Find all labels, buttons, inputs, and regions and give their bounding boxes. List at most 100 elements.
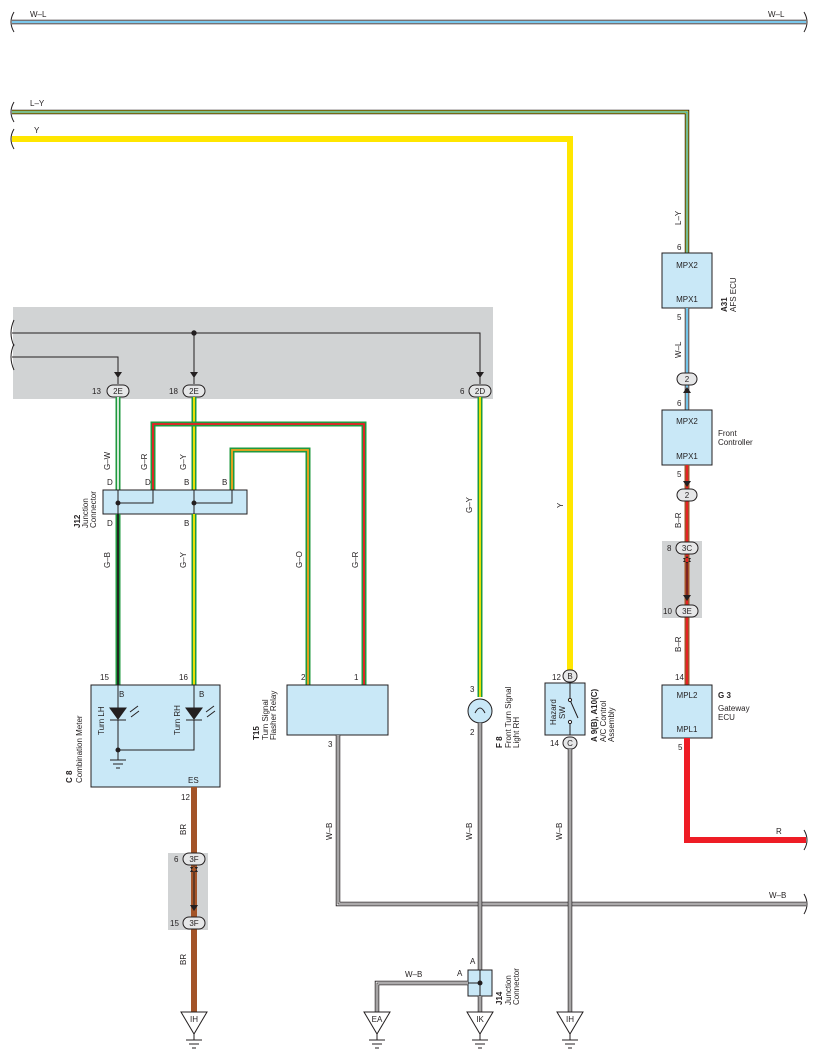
switch-label: Hazard (549, 699, 558, 725)
pin-label: MPX1 (676, 452, 698, 461)
connector-label: 3E (682, 607, 692, 616)
wire-label: BR (179, 954, 188, 965)
wire-label: W–L (674, 341, 683, 358)
wire-label: W–B (555, 823, 564, 840)
pin-label: B (119, 690, 124, 699)
pin-number: 6 (174, 855, 179, 864)
wire-label: L–Y (674, 210, 683, 225)
pin-number: 16 (179, 673, 188, 682)
component-id: F 8 (495, 736, 504, 748)
combination-meter (90, 684, 221, 788)
pin-number: 2 (470, 728, 475, 737)
component-name: Front (718, 429, 737, 438)
wire-label: W–L (768, 10, 785, 19)
connector-b (562, 669, 578, 683)
wire-label: G–Y (179, 551, 188, 568)
component-name: Front Turn Signal (504, 686, 513, 748)
pin-number: 3 (470, 685, 475, 694)
connector-label: C (567, 739, 573, 748)
connector-label: 2 (685, 375, 690, 384)
wire-label: Y (34, 126, 40, 135)
pin-number: 6 (460, 387, 465, 396)
pin-label: D (107, 519, 113, 528)
component-name: Controller (718, 438, 753, 447)
connector-label: 2E (113, 387, 123, 396)
junction-block-internal (10, 319, 481, 384)
wire-g-r (150, 421, 367, 685)
component-name: A/C Control (599, 700, 608, 742)
pin-label: B (199, 690, 204, 699)
wire-label: W–B (465, 823, 474, 840)
pin-number: 15 (100, 673, 109, 682)
connector-2-a (676, 372, 698, 386)
wire-w-b-relay (335, 735, 808, 915)
wire-w-b-bottom (374, 980, 468, 1012)
wire-r (684, 738, 808, 851)
connector-arrow (190, 905, 198, 911)
wire-label: W–L (30, 10, 47, 19)
pin-label: D (145, 478, 151, 487)
connector-3e (675, 604, 699, 618)
component-name: Combination Meter (75, 715, 84, 783)
pin-label: MPX2 (676, 417, 698, 426)
connector-label: 2E (189, 387, 199, 396)
connector-arrows (683, 556, 691, 564)
pin-number: 10 (663, 607, 672, 616)
junction-block-band (13, 307, 493, 399)
component-id: J14 (495, 991, 504, 1005)
wire-label: BR (179, 824, 188, 835)
ground-label: IK (476, 1015, 484, 1024)
wire-label: B–R (674, 512, 683, 528)
component-name: Light RH (512, 717, 521, 748)
pin-number: 3 (328, 740, 333, 749)
pin-number: 5 (677, 313, 682, 322)
component-name: Assembly (607, 707, 616, 742)
pin-label: B (184, 519, 189, 528)
wire-w-l-top (10, 11, 808, 33)
hazard-switch-box (544, 682, 586, 736)
wire-label: W–B (325, 823, 334, 840)
connector-3c (675, 541, 699, 555)
connector-3f-a (182, 852, 206, 866)
connector-label: B (567, 672, 572, 681)
lamp-filament (474, 707, 486, 714)
pin-label: MPL2 (677, 691, 698, 700)
wire-label: G–R (140, 453, 149, 470)
pin-label: A (457, 969, 463, 978)
meter-internal (109, 685, 216, 769)
pin-label: MPX1 (676, 295, 698, 304)
wire-label: G–W (103, 451, 112, 470)
component-id: C 8 (65, 770, 74, 783)
switch-label: SW (558, 706, 567, 719)
pin-label: D (107, 478, 113, 487)
pin-number: 13 (92, 387, 101, 396)
j12-internal (115, 490, 233, 514)
lamp-label: Turn RH (173, 705, 182, 735)
connector-3f-b (182, 916, 206, 930)
component-name: AFS ECU (729, 277, 738, 312)
component-name: Gateway (718, 704, 750, 713)
component-name: Junction (504, 975, 513, 1005)
connector-label: 3F (189, 919, 198, 928)
connector-2-b (676, 488, 698, 502)
ground-label: EA (372, 1015, 383, 1024)
pin-label: MPL1 (677, 725, 698, 734)
wire-g-o (229, 447, 311, 685)
wire-label: G–O (295, 551, 304, 568)
pin-label: B (222, 478, 227, 487)
component-name: Flasher Relay (269, 691, 278, 740)
pin-number: 12 (181, 793, 190, 802)
wire-label: B–R (674, 636, 683, 652)
lamp-label: Turn LH (97, 706, 106, 735)
pin-number: 18 (169, 387, 178, 396)
wire-label: G–Y (179, 453, 188, 470)
component-name: Connector (89, 491, 98, 528)
pin-number: 6 (677, 243, 682, 252)
pin-label: MPX2 (676, 261, 698, 270)
pin-label: B (184, 478, 189, 487)
wire-label: W–B (769, 891, 786, 900)
wire-label: G–Y (465, 496, 474, 513)
connector-arrow (683, 481, 691, 487)
